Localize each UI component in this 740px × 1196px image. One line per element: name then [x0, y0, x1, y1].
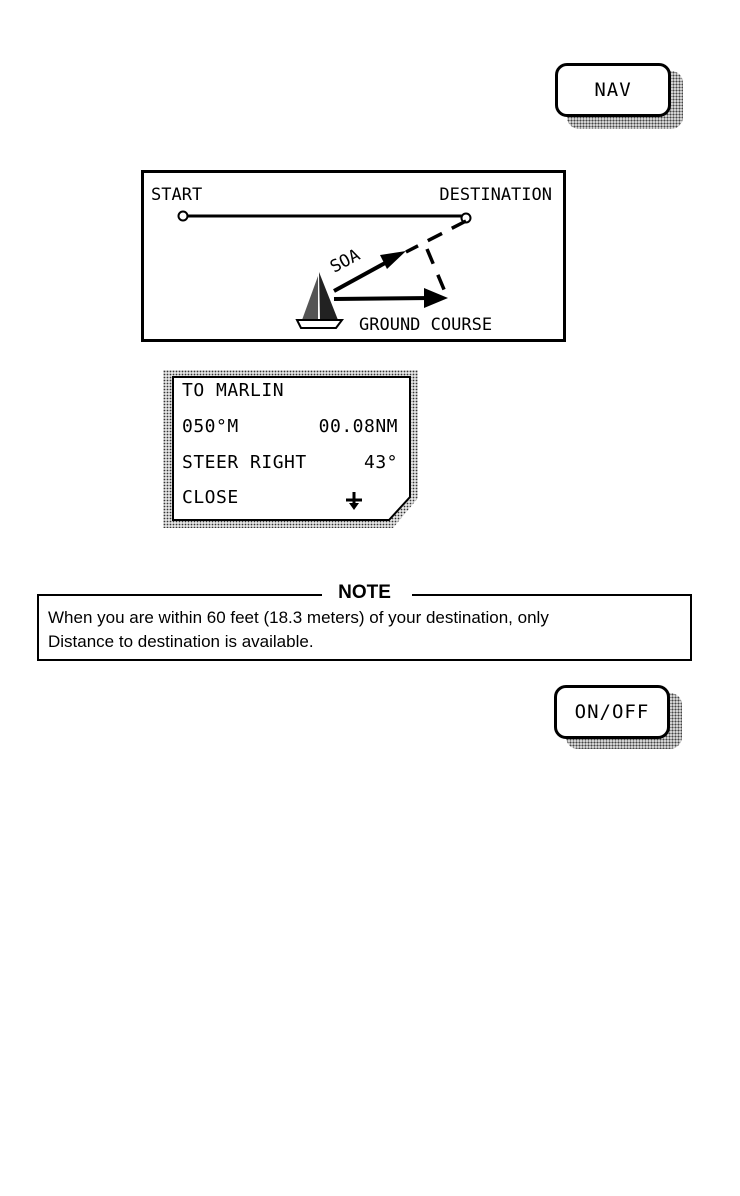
current-vector — [406, 221, 466, 252]
lcd-bearing: 050°M — [182, 416, 239, 437]
note-body: When you are within 60 feet (18.3 meters… — [48, 606, 680, 654]
lcd-distance: 00.08NM — [319, 416, 398, 437]
ground-course-arrow — [334, 298, 432, 299]
diagram-graphic: START DESTINATION SOA GROUND COURSE — [144, 173, 569, 345]
onoff-key-label: ON/OFF — [575, 701, 650, 723]
onoff-key-face: ON/OFF — [554, 685, 670, 739]
ground-course-arrowhead — [424, 288, 448, 308]
soa-arrowhead — [380, 251, 406, 269]
note-box: NOTE When you are within 60 feet (18.3 m… — [37, 594, 692, 661]
lcd-steer-angle: 43° — [364, 452, 398, 473]
lcd-close-status: CLOSE — [182, 487, 239, 508]
ground-course-label: GROUND COURSE — [359, 315, 492, 335]
lcd-steer-direction: STEER RIGHT — [182, 452, 307, 473]
lcd-display: TO MARLIN 050°M 00.08NM STEER RIGHT 43° … — [163, 370, 418, 528]
soa-label: SOA — [327, 245, 364, 277]
nav-key-face: NAV — [555, 63, 671, 117]
start-point — [179, 212, 188, 221]
note-line-2: Distance to destination is available. — [48, 630, 680, 654]
start-label: START — [151, 185, 202, 205]
lcd-destination-name: TO MARLIN — [182, 380, 284, 401]
nav-key-label: NAV — [594, 79, 631, 101]
note-title: NOTE — [39, 582, 690, 604]
navigation-diagram: START DESTINATION SOA GROUND COURSE — [141, 170, 566, 342]
note-line-1: When you are within 60 feet (18.3 meters… — [48, 606, 680, 630]
onoff-key[interactable]: ON/OFF — [554, 685, 682, 749]
nav-key[interactable]: NAV — [555, 63, 683, 129]
destination-label: DESTINATION — [439, 185, 552, 205]
down-arrow-icon — [343, 490, 365, 512]
